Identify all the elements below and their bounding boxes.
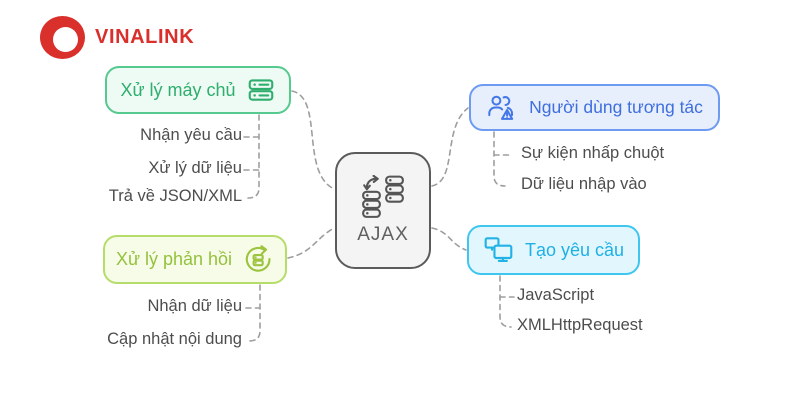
subtopic-label: Cập nhật nội dung (107, 330, 242, 348)
refresh-cycle-icon (245, 244, 271, 272)
brand-name: VINALINK (95, 26, 195, 48)
node-title: Người dùng tương tác (529, 97, 703, 117)
subtopic-label: XMLHttpRequest (517, 316, 643, 334)
subtopic-label: Xử lý dữ liệu (148, 159, 242, 177)
users-alert-icon (488, 95, 514, 120)
computers-icon (484, 237, 513, 263)
subtopic-label: Dữ liệu nhập vào (521, 175, 647, 193)
subtopic-label: Sự kiện nhấp chuột (521, 144, 665, 162)
node-title: Xử lý phản hồi (115, 249, 233, 269)
node-ajax-center: AJAX (335, 152, 431, 269)
node-server-processing: Xử lý máy chủ (105, 66, 291, 114)
vinalink-logo-icon (40, 16, 85, 59)
center-node-label: AJAX (357, 224, 409, 245)
subtopic-label: JavaScript (517, 286, 595, 304)
data-exchange-icon (362, 175, 404, 218)
subtopic-label: Nhận dữ liệu (147, 297, 242, 315)
node-create-request: Tạo yêu cầu (467, 225, 640, 275)
server-icon (248, 79, 273, 101)
node-response-processing: Xử lý phản hồi (103, 235, 287, 284)
node-title: Tạo yêu cầu (524, 239, 625, 260)
subtopic-label: Nhận yêu cầu (140, 126, 242, 144)
node-title: Xử lý máy chủ (120, 79, 236, 100)
brand-logo: VINALINK (40, 16, 194, 59)
subtopic-label: Trả về JSON/XML (108, 187, 242, 205)
node-user-interaction: Người dùng tương tác (469, 84, 720, 131)
